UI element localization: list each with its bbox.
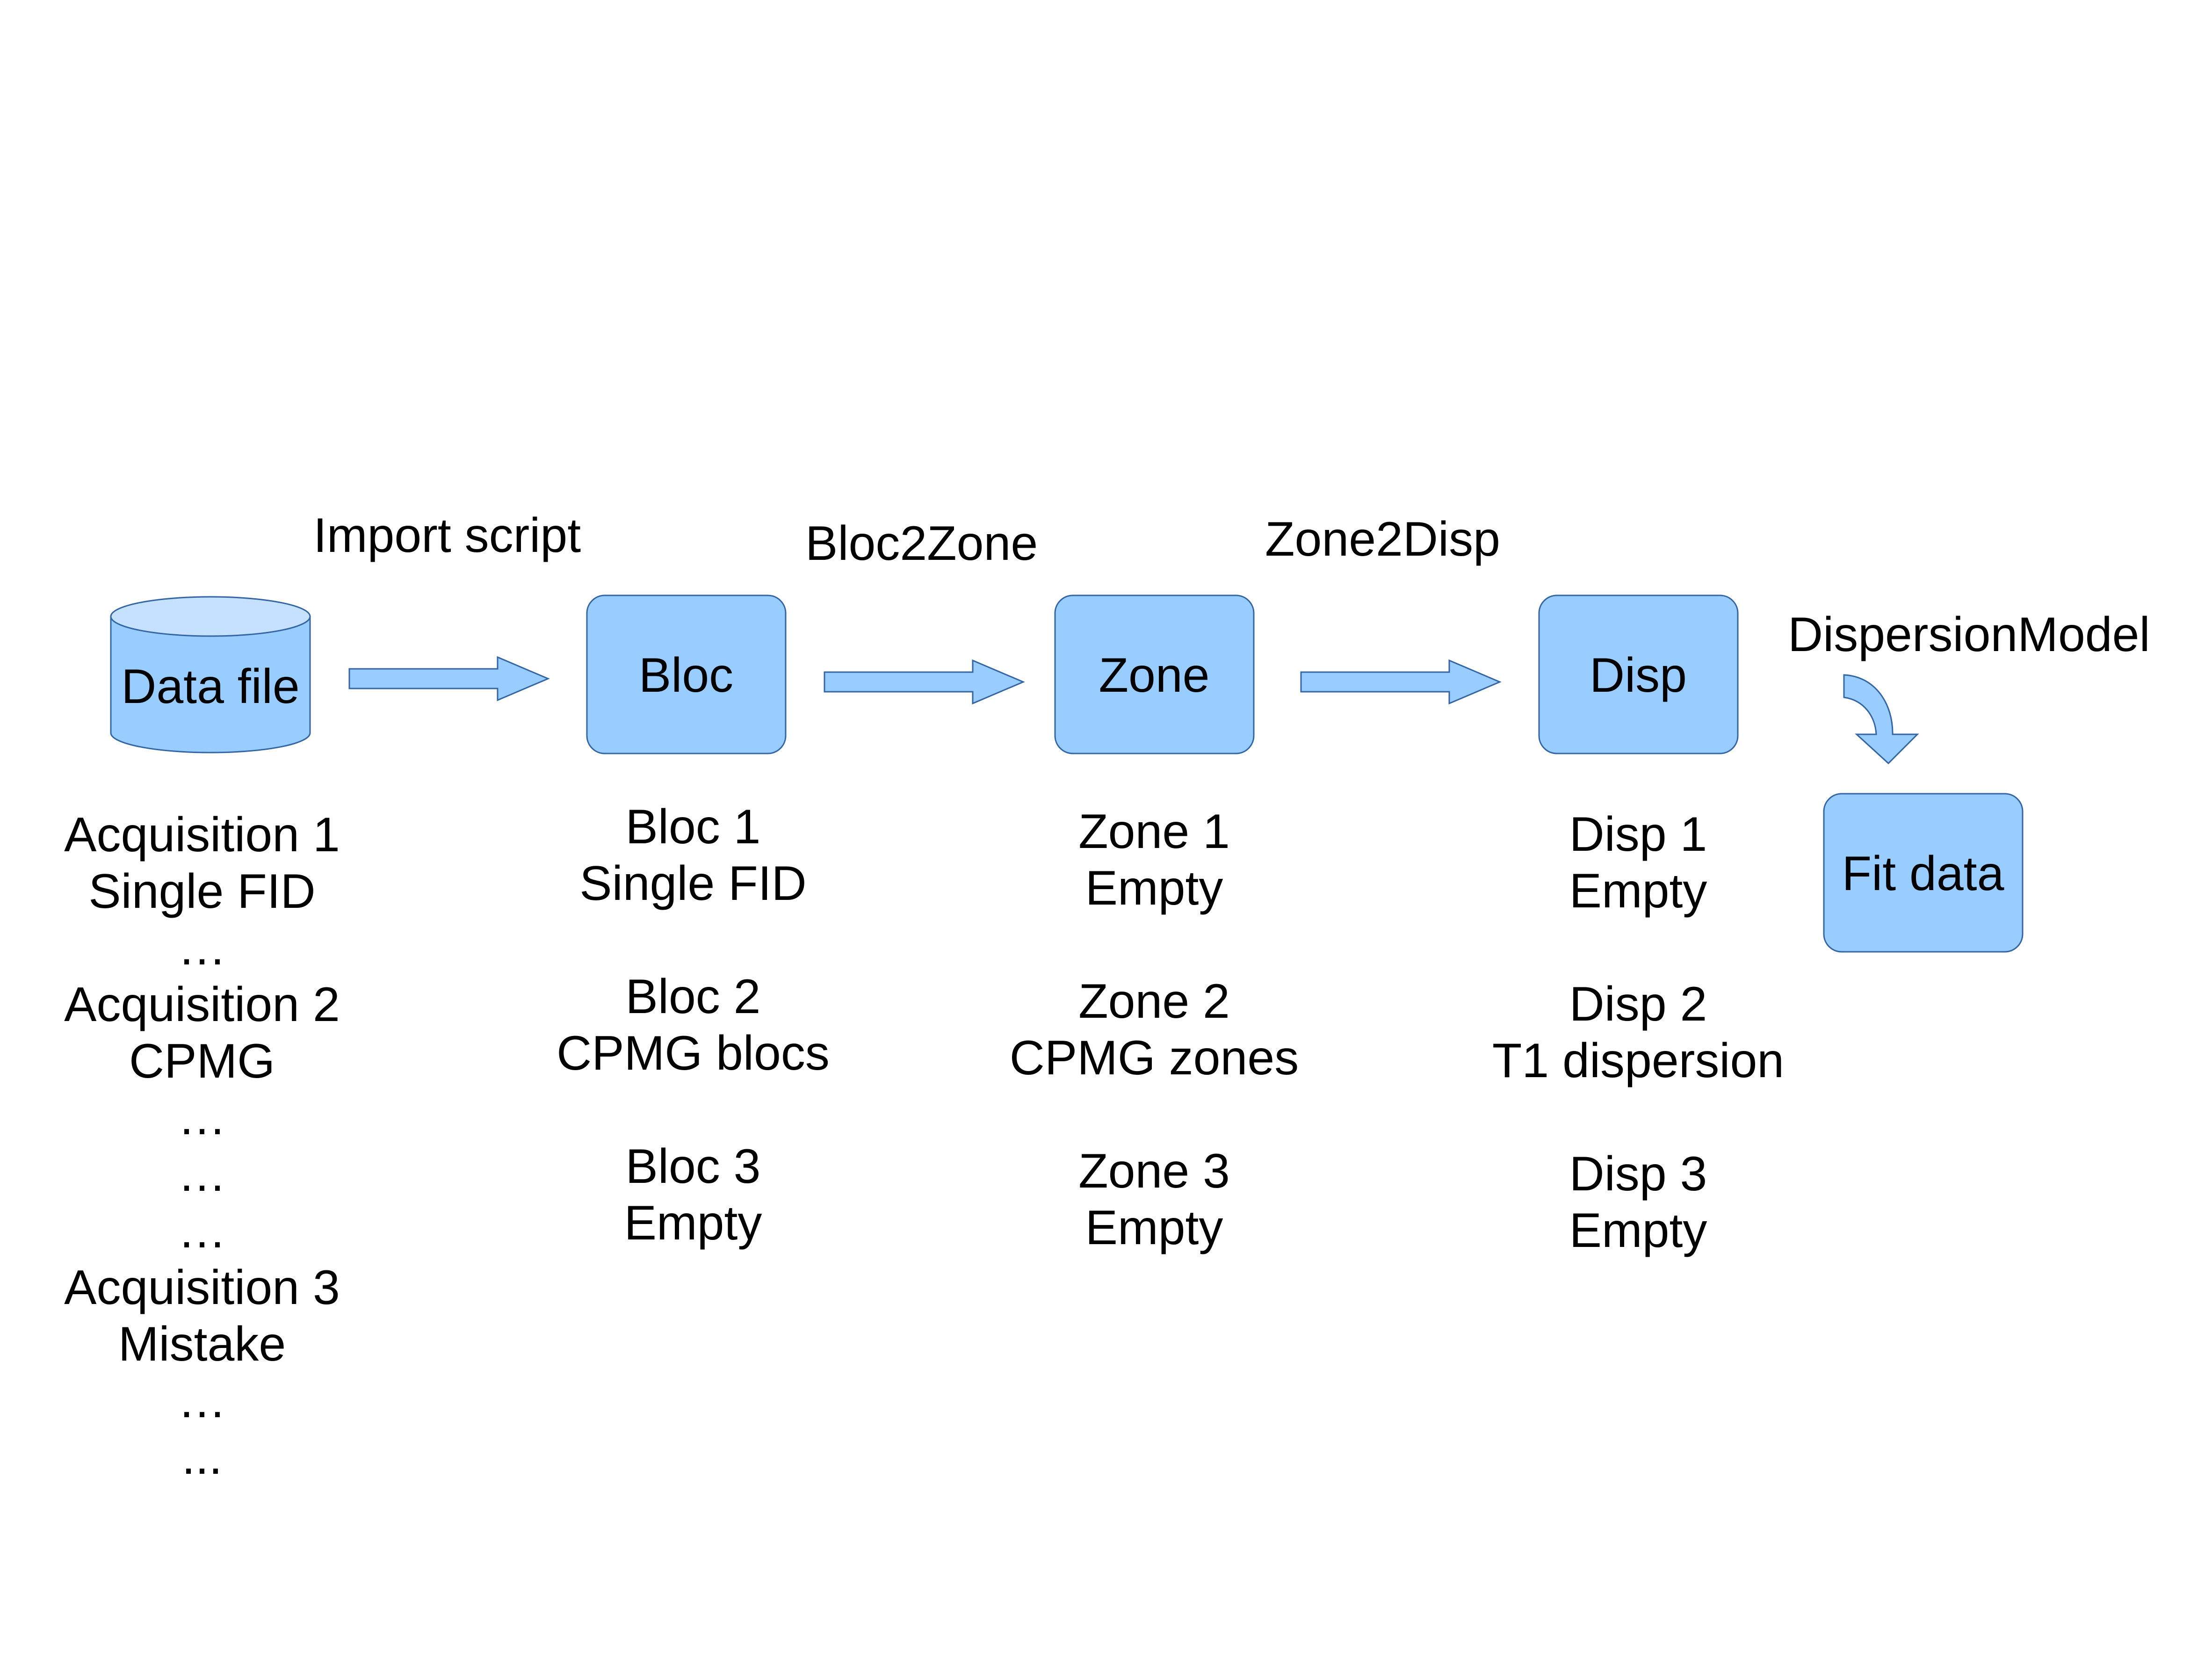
ellipsis: … [178,1147,226,1202]
acquisition-2-title: Acquisition 2 [64,978,340,1032]
disp-list: Disp 1 Empty Disp 2 T1 dispersion Disp 3… [1381,806,1895,1259]
zone-3-desc: Empty [1085,1201,1223,1255]
fit-data-label: Fit data [1842,847,2004,901]
zone-2-desc: CPMG zones [1009,1031,1299,1085]
zone-2-title: Zone 2 [1078,974,1230,1029]
ellipsis: … [178,1204,226,1258]
disp-1-desc: Empty [1569,864,1707,918]
zone-1-desc: Empty [1085,861,1223,915]
zone-3-title: Zone 3 [1078,1144,1230,1198]
bloc2zone-arrow [824,659,1025,705]
bloc-label: Bloc [639,648,733,703]
acquisition-2-type: CPMG [129,1034,275,1088]
acquisition-3-type: Mistake [118,1317,286,1371]
dispersion-model-arrow [1843,674,1919,765]
bloc-2-desc: CPMG blocs [557,1026,830,1080]
zone-label: Zone [1099,648,1209,703]
ellipsis: ... [181,1430,223,1485]
zone-1-title: Zone 1 [1078,804,1230,859]
fit-data-node[interactable]: Fit data [1823,793,2024,953]
bloc2zone-label: Bloc2Zone [805,516,1038,571]
bloc-node[interactable]: Bloc [586,594,787,754]
disp-2-title: Disp 2 [1569,977,1707,1031]
disp-node[interactable]: Disp [1538,594,1739,754]
zone-box [1054,594,1255,754]
disp-1-title: Disp 1 [1569,807,1707,862]
ellipsis: … [178,1374,226,1428]
disp-box [1538,594,1739,754]
acquisition-1-type: Single FID [88,864,316,919]
import-script-arrow [348,656,550,702]
data-file-cylinder-body [110,616,311,753]
data-file-cylinder-top [110,596,311,637]
disp-2-desc: T1 dispersion [1492,1034,1785,1088]
bloc-2-title: Bloc 2 [625,970,761,1024]
ellipsis: … [178,1091,226,1145]
acquisition-3-title: Acquisition 3 [64,1261,340,1315]
zone2disp-label: Zone2Disp [1265,512,1500,566]
data-file-label: Data file [121,659,300,714]
data-file-node[interactable]: Data file [110,596,311,753]
acquisition-list: Acquisition 1 Single FID … Acquisition 2… [0,807,459,1486]
bloc-list: Bloc 1 Single FID Bloc 2 CPMG blocs Bloc… [436,799,950,1252]
dispersion-model-label: DispersionModel [1788,608,2150,662]
bloc-box [586,594,787,754]
fit-data-box [1823,793,2024,953]
bloc-3-desc: Empty [624,1196,762,1250]
disp-3-title: Disp 3 [1569,1147,1707,1201]
bloc-1-title: Bloc 1 [625,800,761,854]
zone-list: Zone 1 Empty Zone 2 CPMG zones Zone 3 Em… [897,804,1411,1256]
ellipsis: … [178,921,226,975]
zone2disp-arrow [1300,659,1502,705]
disp-3-desc: Empty [1569,1203,1707,1258]
bloc-1-desc: Single FID [579,856,807,911]
bloc-3-title: Bloc 3 [625,1139,761,1194]
acquisition-1-title: Acquisition 1 [64,808,340,862]
import-script-label: Import script [313,508,581,563]
zone-node[interactable]: Zone [1054,594,1255,754]
disp-label: Disp [1590,648,1687,703]
